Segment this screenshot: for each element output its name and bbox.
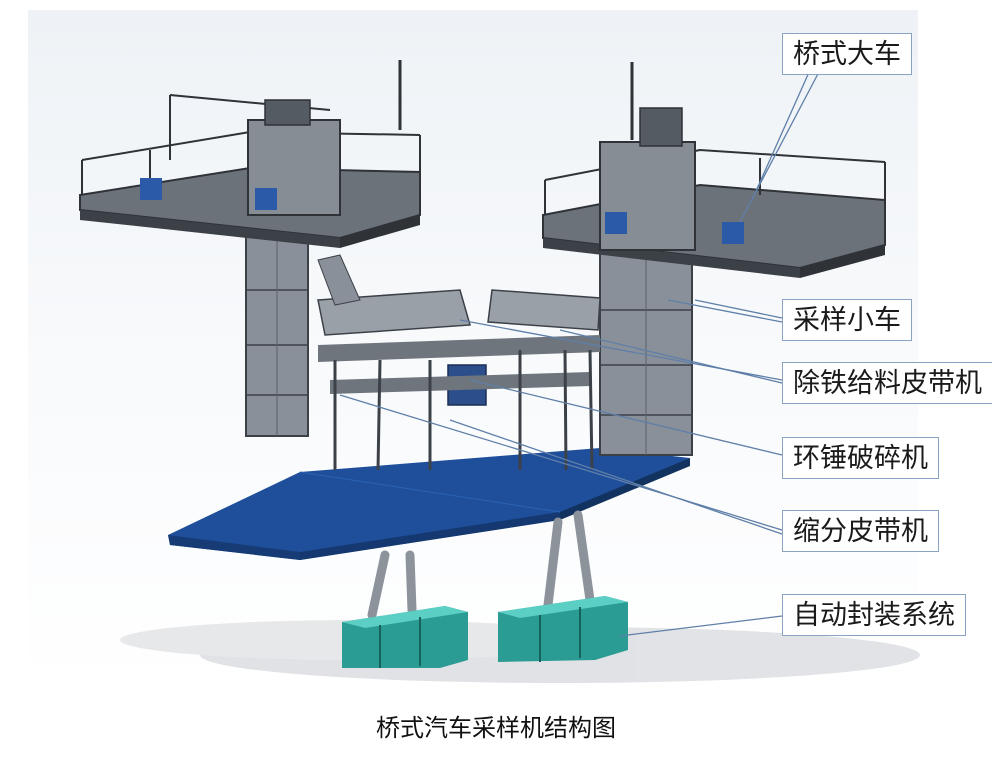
right-tower [599, 249, 693, 456]
leader-bridge-crane-b [739, 69, 821, 223]
leader-crusher [469, 379, 783, 456]
leader-reduction-belt-b [449, 419, 783, 535]
central-machinery [317, 254, 601, 471]
left-tower [245, 231, 309, 437]
label-iron-removal-belt: 除铁给料皮带机 [782, 362, 992, 404]
leader-auto-packing [619, 615, 783, 637]
support-legs [367, 510, 595, 620]
left-walkway [79, 60, 421, 248]
leader-iron-belt-b [559, 329, 783, 384]
label-reduction-belt: 缩分皮带机 [782, 510, 939, 552]
label-auto-packing: 自动封装系统 [782, 594, 966, 636]
figure-caption: 桥式汽车采样机结构图 [376, 714, 616, 742]
label-hammer-crusher: 环锤破碎机 [782, 437, 939, 479]
label-sampling-trolley: 采样小车 [782, 299, 912, 341]
label-bridge-crane: 桥式大车 [782, 33, 912, 75]
leader-bridge-crane-a [751, 69, 811, 201]
leader-sampling-trolley-b [667, 299, 783, 323]
packing-boxes [342, 596, 628, 668]
leader-lines [339, 69, 821, 637]
blue-platform [168, 448, 690, 560]
leader-reduction-belt-a [339, 394, 783, 531]
right-walkway [542, 62, 886, 278]
leader-sampling-trolley-a [694, 299, 783, 319]
